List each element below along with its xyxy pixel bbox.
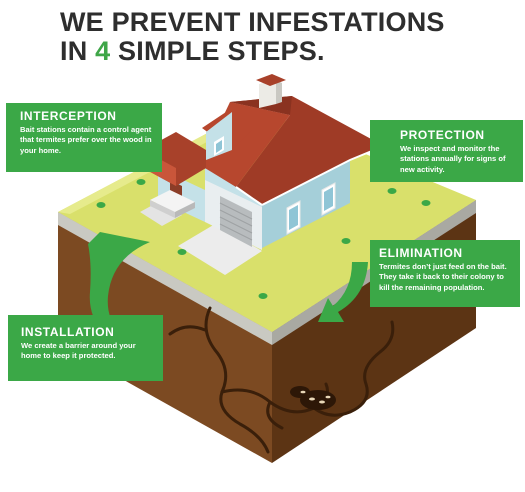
gable-wall [206, 112, 232, 160]
title-line-2-suffix: SIMPLE STEPS. [110, 36, 325, 66]
termites [300, 390, 331, 404]
step-title: INTERCEPTION [20, 109, 117, 123]
step-title: ELIMINATION [379, 246, 463, 260]
title-line-2-prefix: IN [60, 36, 96, 66]
arrow-right [318, 262, 368, 322]
title-step-count: 4 [95, 36, 111, 66]
page-title: WE PREVENT INFESTATIONS IN 4 SIMPLE STEP… [60, 8, 500, 66]
chimney [259, 80, 276, 108]
garage-door [220, 196, 252, 247]
step-title: PROTECTION [400, 128, 485, 142]
front-path [140, 201, 182, 226]
house-right-wall [262, 150, 350, 248]
driveway [178, 224, 262, 275]
step-description: We inspect and monitor the stations annu… [400, 144, 506, 174]
step-description: Termites don’t just feed on the bait. Th… [379, 262, 507, 292]
step-elimination: ELIMINATION Termites don’t just feed on … [370, 240, 520, 307]
roof-main [230, 96, 384, 205]
step-installation: INSTALLATION We create a barrier around … [8, 315, 163, 381]
bait-stations [96, 179, 431, 299]
step-title: INSTALLATION [21, 325, 115, 339]
title-line-1: WE PREVENT INFESTATIONS [60, 7, 445, 37]
porch-steps [150, 190, 195, 212]
step-protection: PROTECTION We inspect and monitor the st… [370, 120, 523, 182]
step-description: We create a barrier around your home to … [21, 341, 136, 361]
termite-nest [290, 386, 336, 410]
step-description: Bait stations contain a control agent th… [20, 125, 152, 155]
step-interception: INTERCEPTION Bait stations contain a con… [6, 103, 162, 172]
